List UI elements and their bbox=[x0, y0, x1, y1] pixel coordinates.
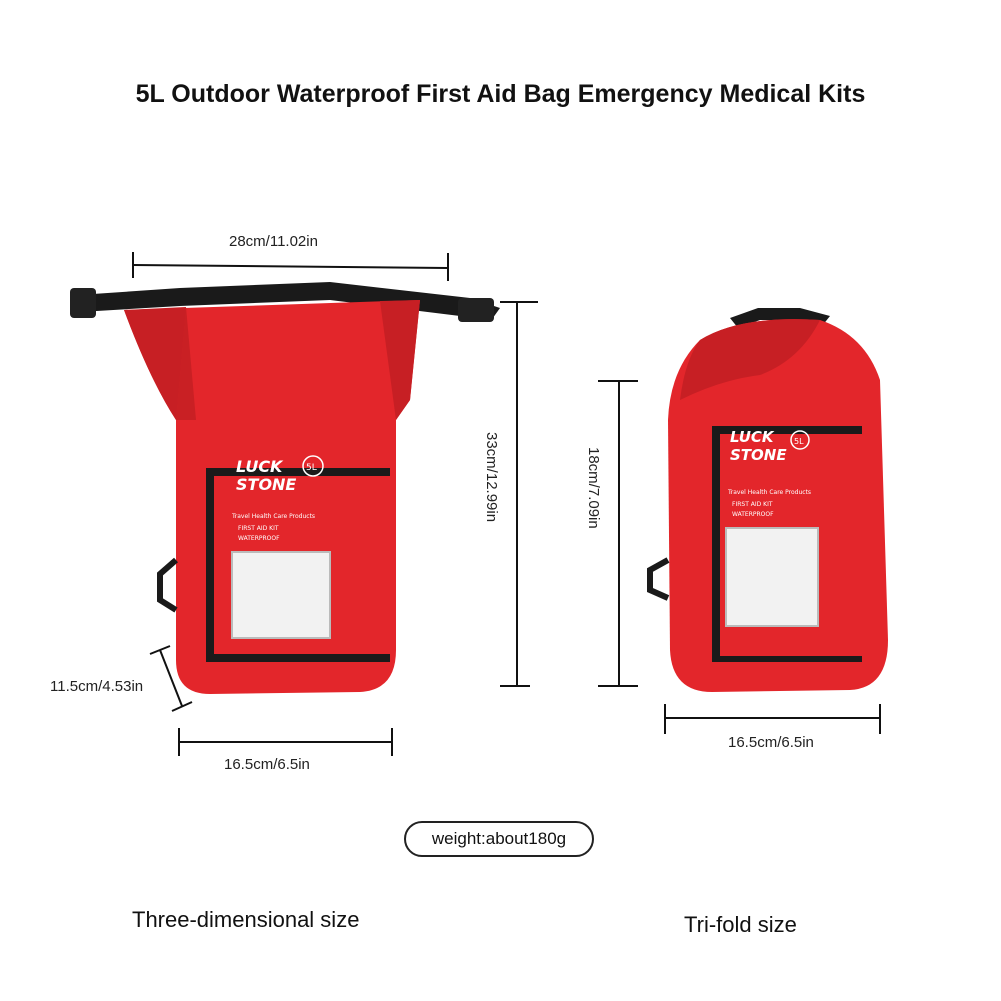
left-bag bbox=[70, 282, 500, 694]
right-capacity-circle bbox=[790, 430, 810, 450]
left-brand-line2: STONE bbox=[236, 475, 296, 494]
left-bag-buckle-left bbox=[70, 288, 96, 318]
left-brand-line1: LUCK bbox=[236, 457, 284, 476]
left-bag-side-loop bbox=[157, 557, 178, 613]
dimension-lines bbox=[132, 252, 881, 756]
left-width-label: 28cm/11.02in bbox=[229, 233, 318, 250]
right-product-line2: WATERPROOF bbox=[732, 511, 774, 518]
left-caption: Three-dimensional size bbox=[132, 907, 360, 932]
right-caption: Tri-fold size bbox=[684, 912, 797, 937]
left-tagline: Travel Health Care Products bbox=[231, 513, 315, 520]
left-capacity: 5L bbox=[306, 463, 317, 473]
left-bottom-label: 16.5cm/6.5in bbox=[224, 756, 310, 773]
right-brand-line1: LUCK bbox=[730, 428, 775, 446]
left-product-line1: FIRST AID KIT bbox=[238, 525, 279, 532]
product-title: 5L Outdoor Waterproof First Aid Bag Emer… bbox=[135, 80, 866, 108]
left-height-label: 33cm/12.99in bbox=[483, 432, 500, 523]
right-capacity: 5L bbox=[794, 437, 804, 446]
right-tagline: Travel Health Care Products bbox=[727, 489, 811, 496]
left-bag-strap bbox=[78, 282, 500, 322]
left-bag-window bbox=[231, 551, 331, 639]
right-bag bbox=[647, 308, 888, 692]
left-capacity-circle bbox=[302, 455, 324, 477]
right-bag-side-loop bbox=[647, 557, 670, 601]
right-height-label: 18cm/7.09in bbox=[585, 447, 602, 529]
left-bag-buckle-right bbox=[458, 298, 494, 322]
right-bag-strap bbox=[730, 308, 830, 328]
right-bag-window bbox=[725, 527, 819, 627]
right-bottom-label: 16.5cm/6.5in bbox=[728, 734, 814, 751]
left-depth-label: 11.5cm/4.53in bbox=[50, 678, 144, 695]
left-product-line2: WATERPROOF bbox=[238, 535, 280, 542]
right-product-line1: FIRST AID KIT bbox=[732, 501, 773, 508]
weight-badge: weight:about180g bbox=[404, 821, 594, 857]
right-brand-line2: STONE bbox=[730, 446, 787, 464]
